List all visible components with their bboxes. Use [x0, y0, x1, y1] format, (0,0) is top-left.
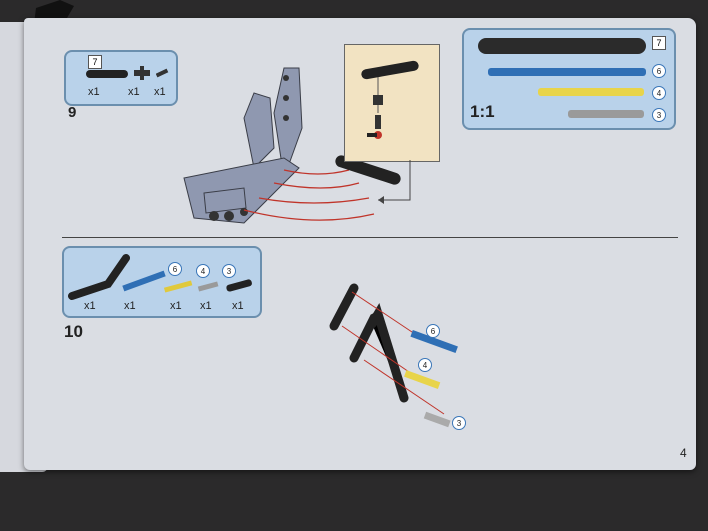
- pin-part-icon: [134, 66, 150, 80]
- part-size-badge: 3: [222, 264, 236, 278]
- page-number: 4: [680, 446, 687, 460]
- blue-axle-icon: [122, 270, 166, 292]
- assembly-label: 6: [426, 324, 440, 338]
- part-qty: x1: [124, 300, 136, 312]
- bent-beam-icon: [68, 254, 130, 300]
- callout-box: [344, 44, 440, 162]
- callout-pointer-arrow: [378, 160, 411, 204]
- beam-part-icon: [86, 70, 128, 78]
- scale-badge: 3: [652, 108, 666, 122]
- part-qty: x1: [200, 300, 212, 312]
- step9-parts-panel: 7 x1 x1 x1: [64, 50, 178, 106]
- step-divider: [62, 237, 678, 238]
- assembly-label: 3: [452, 416, 466, 430]
- scale-badge: 4: [652, 86, 666, 100]
- step10-parts-panel: 6 4 3 x1 x1 x1 x1 x1: [62, 246, 262, 318]
- part-qty: x1: [154, 86, 166, 98]
- instruction-page: 7 x1 x1 x1 9: [24, 18, 696, 470]
- scale-panel: 7 6 4 3 1:1: [462, 28, 676, 130]
- part-qty: x1: [84, 300, 96, 312]
- part-size-badge: 7: [88, 55, 102, 69]
- scale-badge: 6: [652, 64, 666, 78]
- scale-badge: 7: [652, 36, 666, 50]
- small-pin-icon: [156, 68, 169, 78]
- part-qty: x1: [128, 86, 140, 98]
- scale-axle-yellow: [538, 88, 644, 96]
- small-beam-icon: [226, 279, 252, 292]
- part-qty: x1: [232, 300, 244, 312]
- scale-axle-grey: [568, 110, 644, 118]
- scale-beam: [478, 38, 646, 54]
- callout-assembly: [361, 60, 419, 139]
- part-qty: x1: [170, 300, 182, 312]
- step9-model-illustration: [183, 67, 401, 224]
- step10-assembly-illustration: [329, 283, 458, 428]
- part-size-badge: 6: [168, 262, 182, 276]
- part-size-badge: 4: [196, 264, 210, 278]
- scale-axle-blue: [488, 68, 646, 76]
- grey-axle-icon: [197, 281, 219, 292]
- step10-number: 10: [64, 322, 83, 341]
- yellow-axle-icon: [163, 280, 193, 293]
- assembly-label: 4: [418, 358, 432, 372]
- part-qty: x1: [88, 86, 100, 98]
- scale-ratio: 1:1: [470, 102, 495, 121]
- step9-number: 9: [68, 104, 77, 121]
